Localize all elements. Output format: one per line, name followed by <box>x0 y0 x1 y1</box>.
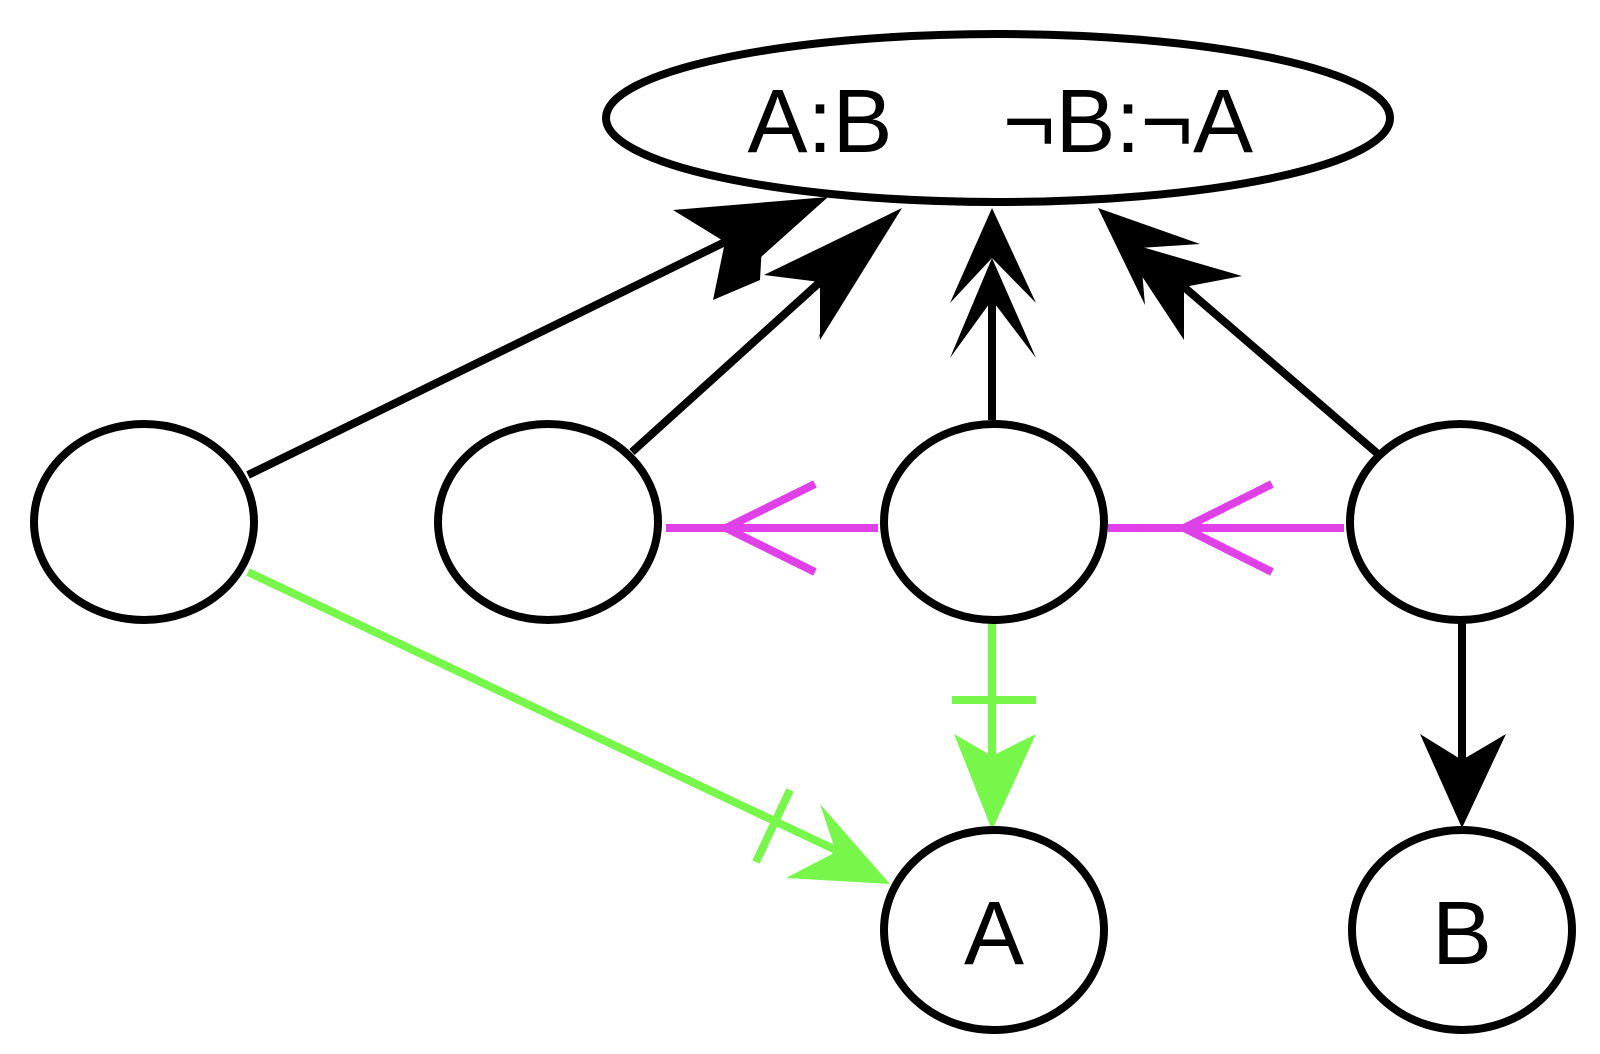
edge-n4-to-n3 <box>1108 480 1344 576</box>
top-node-label-right: ¬B:¬A <box>1003 72 1253 172</box>
edge-n3-to-n2 <box>666 480 878 576</box>
edge-n3-to-a <box>952 622 1036 830</box>
node-3 <box>880 420 1108 624</box>
top-node: A:B ¬B:¬A <box>602 30 1394 206</box>
node-4 <box>1346 420 1574 624</box>
node-2 <box>434 420 662 624</box>
node-b-label: B <box>1432 884 1492 984</box>
node-b: B <box>1348 826 1576 1034</box>
edge-n1-to-top <box>246 197 828 479</box>
edge-n3-to-top <box>950 208 1036 420</box>
node-a: A <box>880 826 1108 1034</box>
edge-n4-to-b <box>1420 620 1506 828</box>
top-node-label-left: A:B <box>747 72 892 172</box>
edge-n2-to-top <box>629 208 902 455</box>
node-1 <box>30 420 258 624</box>
edge-n1-to-a <box>246 568 890 884</box>
edge-n4-to-top <box>1098 208 1381 458</box>
node-a-label: A <box>964 884 1024 984</box>
